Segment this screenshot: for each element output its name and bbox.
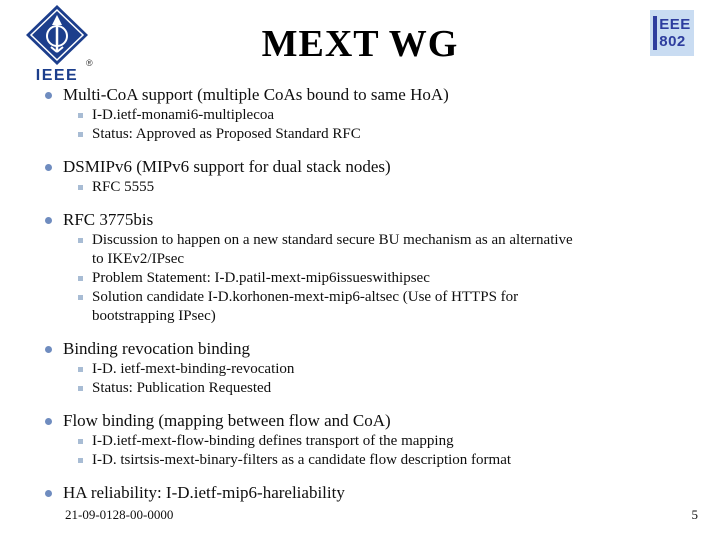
ieee-802-logo: EEE 802	[650, 10, 694, 56]
sub-bullet-text: RFC 5555	[92, 179, 155, 195]
bullet-group-binding-revocation: Binding revocation binding I-D. ietf-mex…	[38, 338, 692, 398]
bullet-item-level1: DSMIPv6 (MIPv6 support for dual stack no…	[38, 156, 692, 178]
bullet-item-level2: Status: Approved as Proposed Standard RF…	[78, 125, 692, 144]
sub-bullet-text: I-D. ietf-mext-binding-revocation	[92, 361, 295, 377]
bullet-text: Flow binding (mapping between flow and C…	[63, 411, 391, 430]
bullet-text: Multi-CoA support (multiple CoAs bound t…	[63, 85, 449, 104]
document-number: 21-09-0128-00-0000	[65, 507, 174, 522]
sub-bullet-text: I-D.ietf-monami6-multiplecoa	[92, 107, 275, 123]
bullet-group-rfc3775bis: RFC 3775bis Discussion to happen on a ne…	[38, 209, 692, 326]
page-title: MEXT WG	[261, 23, 459, 65]
ieee-802-logo-line1: EEE	[659, 16, 691, 33]
bullet-group-ha-reliability: HA reliability: I-D.ietf-mip6-hareliabil…	[38, 482, 692, 504]
sub-bullet-text: Discussion to happen on a new standard s…	[92, 232, 573, 267]
bullet-square-icon	[78, 439, 83, 444]
bullet-square-icon	[78, 295, 83, 300]
bullet-dot-icon	[45, 164, 52, 171]
sub-bullet-text: I-D.ietf-mext-flow-binding defines trans…	[92, 433, 454, 449]
bullet-item-level1: Multi-CoA support (multiple CoAs bound t…	[38, 84, 692, 106]
slide-footer: 21-09-0128-00-0000 5	[65, 507, 698, 523]
bullet-dot-icon	[45, 217, 52, 224]
bullet-item-level2: Discussion to happen on a new standard s…	[78, 231, 692, 269]
bullet-item-level1: RFC 3775bis	[38, 209, 692, 231]
ieee-802-logo-bar	[653, 16, 658, 50]
bullet-item-level2: Problem Statement: I-D.patil-mext-mip6is…	[78, 269, 692, 288]
bullet-square-icon	[78, 132, 83, 137]
bullet-item-level2: I-D.ietf-mext-flow-binding defines trans…	[78, 432, 692, 451]
bullet-square-icon	[78, 113, 83, 118]
bullet-text: DSMIPv6 (MIPv6 support for dual stack no…	[63, 157, 391, 176]
bullet-square-icon	[78, 276, 83, 281]
bullet-item-level1: Binding revocation binding	[38, 338, 692, 360]
bullet-item-level2: I-D. ietf-mext-binding-revocation	[78, 360, 692, 379]
ieee-logo-registered-mark: ®	[86, 58, 93, 68]
sub-bullet-text: Problem Statement: I-D.patil-mext-mip6is…	[92, 270, 430, 286]
bullet-group-multicoa: Multi-CoA support (multiple CoAs bound t…	[38, 84, 692, 144]
bullet-text: HA reliability: I-D.ietf-mip6-hareliabil…	[63, 483, 345, 502]
ieee-802-logo-line2: 802	[659, 33, 686, 50]
bullet-square-icon	[78, 238, 83, 243]
bullet-item-level2: I-D. tsirtsis-mext-binary-filters as a c…	[78, 451, 692, 470]
bullet-dot-icon	[45, 490, 52, 497]
bullet-dot-icon	[45, 92, 52, 99]
bullet-square-icon	[78, 185, 83, 190]
sub-bullet-text: Status: Approved as Proposed Standard RF…	[92, 126, 361, 142]
bullet-square-icon	[78, 367, 83, 372]
bullet-square-icon	[78, 458, 83, 463]
bullet-group-flow-binding: Flow binding (mapping between flow and C…	[38, 410, 692, 470]
sub-bullet-text: Status: Publication Requested	[92, 380, 272, 396]
bullet-dot-icon	[45, 418, 52, 425]
sub-bullet-text: Solution candidate I-D.korhonen-mext-mip…	[92, 289, 519, 324]
bullet-dot-icon	[45, 346, 52, 353]
bullet-item-level2: RFC 5555	[78, 178, 692, 197]
bullet-group-dsmipv6: DSMIPv6 (MIPv6 support for dual stack no…	[38, 156, 692, 197]
bullet-square-icon	[78, 386, 83, 391]
bullet-text: RFC 3775bis	[63, 210, 154, 229]
ieee-logo-icon: ® IEEE	[26, 5, 93, 82]
bullet-text: Binding revocation binding	[63, 339, 250, 358]
bullet-item-level2: I-D.ietf-monami6-multiplecoa	[78, 106, 692, 125]
sub-bullet-text: I-D. tsirtsis-mext-binary-filters as a c…	[92, 452, 512, 468]
page-number: 5	[691, 507, 699, 522]
slide-body: Multi-CoA support (multiple CoAs bound t…	[38, 84, 692, 516]
bullet-item-level1: HA reliability: I-D.ietf-mip6-hareliabil…	[38, 482, 692, 504]
bullet-item-level1: Flow binding (mapping between flow and C…	[38, 410, 692, 432]
bullet-item-level2: Solution candidate I-D.korhonen-mext-mip…	[78, 288, 692, 326]
ieee-logo-wordmark: IEEE	[36, 67, 78, 82]
bullet-item-level2: Status: Publication Requested	[78, 379, 692, 398]
